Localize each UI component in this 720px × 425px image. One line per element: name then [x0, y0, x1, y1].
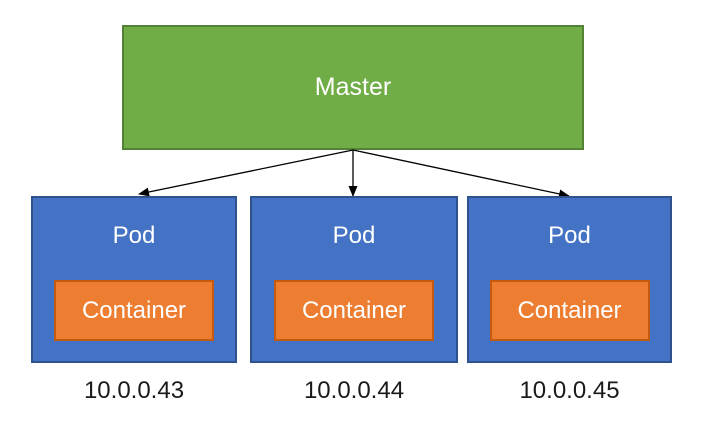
arrow-master-to-pod-1 [138, 149, 354, 197]
pod-node-2: Pod Container [250, 196, 458, 363]
container-label-1: Container [81, 296, 187, 324]
container-node-3: Container [489, 280, 650, 341]
pod-node-3: Pod Container [467, 196, 672, 363]
pod-label-2: Pod [332, 222, 376, 249]
container-label-3: Container [517, 296, 622, 324]
pod-node-1: Pod Container [31, 196, 237, 363]
container-node-1: Container [54, 280, 214, 341]
ip-label-2: 10.0.0.44 [303, 377, 405, 404]
pod-label-3: Pod [548, 222, 591, 249]
container-node-2: Container [274, 280, 434, 341]
master-node: Master [122, 25, 584, 150]
pod-label-1: Pod [112, 222, 156, 249]
master-label: Master [314, 73, 392, 101]
ip-label-3: 10.0.0.45 [519, 377, 620, 404]
ip-label-1: 10.0.0.43 [83, 377, 185, 404]
container-label-2: Container [301, 296, 407, 324]
arrow-master-to-pod-3 [352, 149, 570, 199]
